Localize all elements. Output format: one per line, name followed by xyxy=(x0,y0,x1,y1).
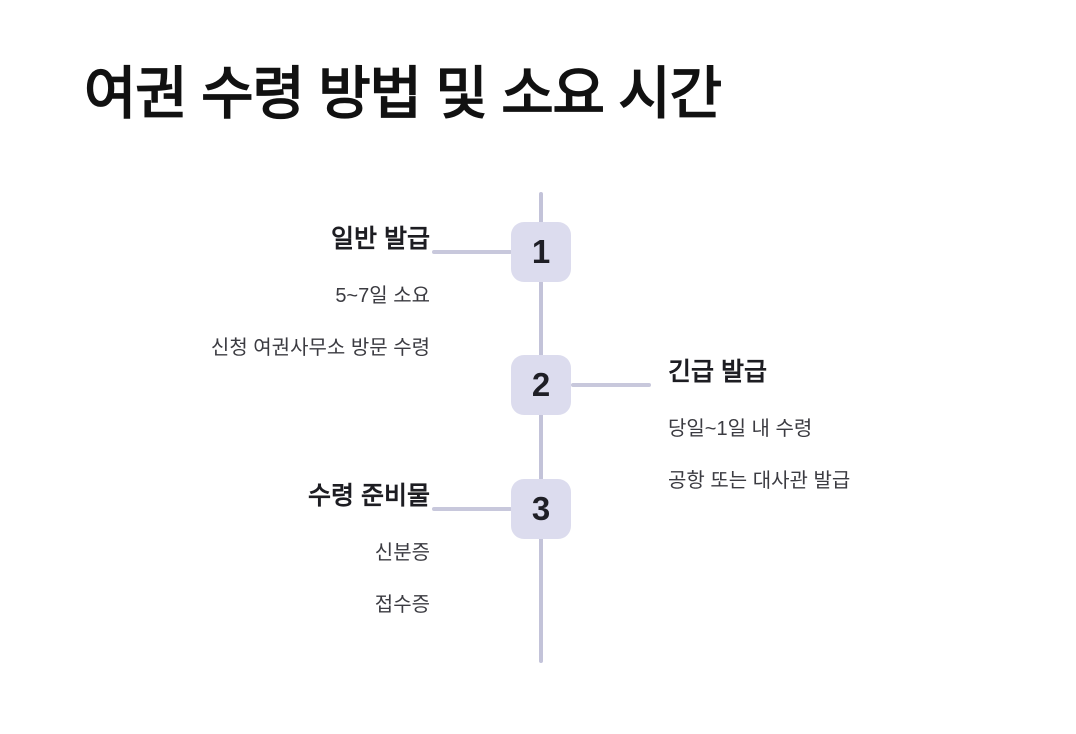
step-2-detail-1: 당일~1일 내 수령 xyxy=(668,418,813,440)
step-2-detail-2: 공항 또는 대사관 발급 xyxy=(668,470,851,492)
step-1-detail-2: 신청 여권사무소 방문 수령 xyxy=(210,337,430,359)
step-content-3: 수령 준비물 신분증 접수증 xyxy=(308,481,430,617)
step-3-detail-2: 접수증 xyxy=(374,594,430,616)
step-badge-1[interactable]: 1 xyxy=(511,222,571,282)
step-badge-3[interactable]: 3 xyxy=(511,479,571,539)
connector-line-step-1 xyxy=(432,250,512,254)
timeline-spine xyxy=(539,192,543,663)
connector-line-step-3 xyxy=(432,507,512,511)
connector-line-step-2 xyxy=(571,383,651,387)
step-1-heading: 일반 발급 xyxy=(331,225,430,253)
step-1-detail-1: 5~7일 소요 xyxy=(335,285,430,307)
step-3-detail-1: 신분증 xyxy=(374,542,430,564)
step-content-1: 일반 발급 5~7일 소요 신청 여권사무소 방문 수령 xyxy=(211,224,430,360)
step-content-2: 긴급 발급 당일~1일 내 수령 공항 또는 대사관 발급 xyxy=(668,357,850,493)
page-title: 여권 수령 방법 및 소요 시간 xyxy=(84,62,722,126)
step-3-heading: 수령 준비물 xyxy=(308,482,430,510)
step-2-heading: 긴급 발급 xyxy=(668,358,767,386)
step-badge-2[interactable]: 2 xyxy=(511,355,571,415)
